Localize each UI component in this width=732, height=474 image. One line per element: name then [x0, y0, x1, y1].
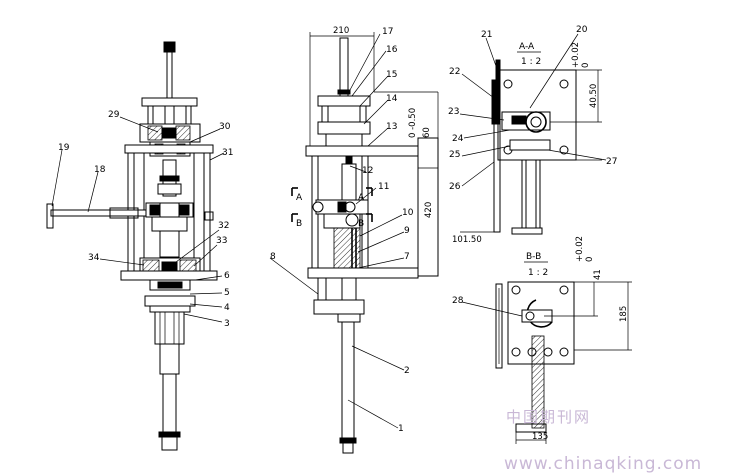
- label-32: 32: [218, 221, 229, 231]
- dim-b-tol-zero: 0: [585, 257, 595, 262]
- label-29: 29: [108, 110, 120, 120]
- label-28: 28: [452, 296, 464, 306]
- label-11: 11: [378, 182, 389, 192]
- left-front-view: [46, 41, 225, 451]
- label-5: 5: [224, 288, 230, 298]
- dim-tolerance-050: 0 -0.50: [408, 108, 418, 138]
- label-30: 30: [219, 122, 231, 132]
- dim-a-tol-zero: 0: [581, 63, 591, 68]
- section-b-b-labels: B-B 1 : 2 28 +0.02 0 41 185 135: [452, 236, 629, 442]
- label-1: 1: [398, 424, 404, 434]
- dim-41: 41: [593, 269, 603, 280]
- section-a-a-view: [459, 33, 607, 235]
- label-14: 14: [386, 94, 398, 104]
- watermark-cn: 中国期刊网: [506, 408, 591, 426]
- section-a-a-scale: 1 : 2: [521, 57, 541, 67]
- label-19: 19: [58, 143, 70, 153]
- dim-40-50: 40.50: [589, 84, 599, 108]
- label-31: 31: [222, 148, 233, 158]
- left-view-part-numbers: 29 30 31 19 18 32 33 34 6 5 4 3: [58, 110, 233, 329]
- label-34: 34: [88, 253, 100, 263]
- section-b-b-title: B-B: [526, 252, 541, 262]
- section-b-b-view: [461, 261, 632, 444]
- label-33: 33: [216, 236, 227, 246]
- dim-101-50: 101.50: [452, 235, 482, 245]
- label-17: 17: [382, 27, 393, 37]
- dim-420: 420: [424, 202, 434, 218]
- label-a-right: A: [358, 193, 365, 203]
- dim-135: 135: [532, 432, 548, 442]
- label-21: 21: [481, 30, 492, 40]
- label-16: 16: [386, 45, 398, 55]
- label-6: 6: [224, 271, 230, 281]
- dim-60: 60: [422, 127, 432, 138]
- label-25: 25: [449, 150, 460, 160]
- label-18: 18: [94, 165, 106, 175]
- middle-view-part-numbers: 210 17 16 15 14 13 12 11 A A B B 10 9 7 …: [270, 26, 434, 434]
- label-27: 27: [606, 157, 617, 167]
- dim-b-tol-plus: +0.02: [575, 236, 585, 262]
- watermark: 中国期刊网 www.chinaqking.com: [504, 408, 702, 474]
- label-24: 24: [452, 134, 464, 144]
- section-b-b-scale: 1 : 2: [528, 268, 548, 278]
- label-12: 12: [362, 166, 373, 176]
- label-3: 3: [224, 319, 230, 329]
- label-13: 13: [386, 122, 397, 132]
- section-a-a-labels: 21 20 A-A 1 : 2 22 23 24 25 26 27 +0.02 …: [448, 25, 617, 245]
- label-10: 10: [402, 208, 414, 218]
- dim-210: 210: [333, 26, 349, 36]
- section-a-a-title: A-A: [519, 42, 535, 52]
- label-23: 23: [448, 107, 459, 117]
- label-15: 15: [386, 70, 397, 80]
- label-4: 4: [224, 303, 230, 313]
- label-a-left: A: [296, 193, 303, 203]
- label-9: 9: [404, 226, 410, 236]
- dim-185: 185: [619, 306, 629, 322]
- label-26: 26: [449, 182, 461, 192]
- label-b-left: B: [296, 219, 302, 229]
- middle-side-view: [269, 32, 439, 454]
- label-b-right: B: [358, 219, 364, 229]
- label-2: 2: [404, 366, 410, 376]
- label-8: 8: [270, 252, 276, 262]
- label-20: 20: [576, 25, 588, 35]
- watermark-url: www.chinaqking.com: [504, 454, 702, 474]
- dim-a-tol-plus: +0.02: [571, 42, 581, 68]
- label-22: 22: [449, 67, 460, 77]
- label-7: 7: [404, 252, 410, 262]
